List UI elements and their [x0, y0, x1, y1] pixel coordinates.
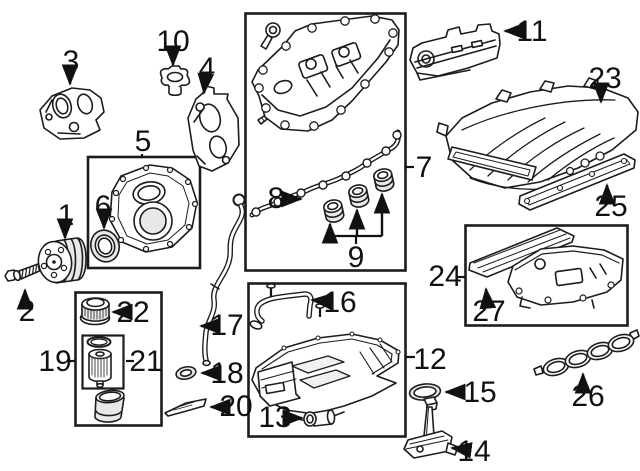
callout-8[interactable]: 8: [268, 182, 303, 215]
part-10-oil-filler-cap: [159, 65, 191, 97]
callout-27-label: 27: [472, 295, 505, 328]
part-25-intake-manifold-gasket: [518, 153, 636, 211]
part-11-manifold-bracket: [409, 23, 501, 81]
callout-25-label: 25: [594, 190, 627, 223]
callout-17-label: 17: [210, 309, 243, 342]
callout-12[interactable]: 12: [406, 343, 447, 376]
callout-9-connector: [330, 234, 382, 244]
callout-23-label: 23: [588, 62, 621, 95]
callout-15-label: 15: [463, 376, 496, 409]
part-26-lower-intake-gasket: [533, 329, 640, 377]
callout-15[interactable]: 15: [444, 376, 497, 409]
part-5-engine-front-cover: [108, 164, 199, 253]
callout-27-arrow: [479, 287, 497, 310]
callout-21[interactable]: 21: [126, 345, 163, 378]
group-box-oil-filter: [74, 291, 163, 427]
callout-6-label: 6: [95, 190, 112, 223]
callout-20-label: 20: [219, 390, 252, 423]
group-box-right-valve-cover: [464, 224, 629, 327]
callout-17[interactable]: 17: [199, 309, 244, 342]
callout-18[interactable]: 18: [200, 357, 244, 390]
callout-2[interactable]: 2: [16, 288, 36, 328]
callout-9[interactable]: 9: [321, 192, 391, 274]
part-7-valve-cover-assembly: [249, 14, 402, 223]
group-box-front-cover: [86, 155, 202, 270]
part-22-filter-cap: [79, 297, 111, 326]
callout-6[interactable]: 6: [95, 190, 113, 230]
valve-cover-bolt: [260, 22, 281, 50]
callout-24-label: 24: [428, 260, 461, 293]
part-19-oil-filter-kit: [79, 297, 125, 423]
callout-24[interactable]: 24: [428, 260, 465, 293]
callout-10[interactable]: 10: [156, 25, 190, 67]
callout-19-label: 19: [38, 345, 71, 378]
callout-13-label: 13: [258, 401, 291, 434]
part-21-filter-element: [86, 336, 112, 389]
callout-1-label: 1: [58, 199, 75, 232]
callout-5[interactable]: 5: [135, 125, 152, 158]
callout-1[interactable]: 1: [56, 199, 75, 240]
callout-7-label: 7: [416, 151, 433, 184]
callout-5-label: 5: [135, 125, 152, 158]
part-27-baffle: [468, 227, 575, 278]
part-3-upper-timing-cover: [39, 87, 105, 140]
callout-8-label: 8: [268, 182, 285, 215]
group-box-oil-pan: [247, 282, 407, 438]
part-1-crankshaft-pulley: [37, 237, 87, 284]
callout-14[interactable]: 14: [450, 435, 491, 468]
callout-3[interactable]: 3: [61, 45, 80, 86]
callout-14-arrow: [450, 442, 473, 459]
callout-4-label: 4: [199, 52, 216, 85]
callout-21-label: 21: [129, 345, 162, 378]
part-4-side-timing-cover: [187, 85, 240, 172]
filter-housing-cup: [94, 389, 125, 423]
callout-20[interactable]: 20: [209, 390, 253, 423]
part-16-pickup-tube: [249, 283, 325, 330]
callout-4-arrow: [197, 72, 215, 95]
callout-7[interactable]: 7: [405, 151, 432, 184]
part-14-oil-level-sensor: [403, 396, 459, 459]
callout-16[interactable]: 16: [310, 286, 357, 319]
callout-16-arrow: [310, 293, 333, 310]
callout-10-label: 10: [156, 25, 189, 58]
callout-2-label: 2: [19, 295, 36, 328]
part-2-pulley-bolt: [4, 263, 41, 282]
callout-14-label: 14: [457, 435, 490, 468]
callout-11-label: 11: [516, 15, 547, 48]
callout-9-label: 9: [348, 241, 365, 274]
part-12-oil-pan-assembly: [249, 283, 401, 427]
part-18-tube-seal: [175, 365, 197, 381]
callout-12-label: 12: [413, 343, 446, 376]
part-23-intake-manifold: [436, 77, 639, 190]
part-24-right-valve-cover-kit: [468, 227, 624, 309]
part-9-tube-seals: [323, 168, 395, 223]
callout-26[interactable]: 26: [571, 372, 605, 413]
callout-22[interactable]: 22: [111, 296, 150, 329]
callout-25[interactable]: 25: [594, 183, 628, 223]
callout-23[interactable]: 23: [588, 62, 622, 104]
callout-11[interactable]: 11: [503, 15, 548, 48]
callout-18-label: 18: [210, 357, 243, 390]
part-20-housing-gasket: [164, 398, 207, 417]
part-13-drain-plug: [303, 409, 336, 427]
part-15-sensor-seal: [408, 383, 442, 401]
callout-26-label: 26: [571, 380, 604, 413]
callout-16-label: 16: [323, 286, 356, 319]
callout-22-label: 22: [116, 296, 149, 329]
group-box-filter-element: [81, 334, 125, 390]
callout-13[interactable]: 13: [258, 401, 304, 434]
callout-19[interactable]: 19: [38, 345, 75, 378]
callout-3-label: 3: [63, 45, 80, 78]
group-box-valve-cover: [244, 12, 407, 272]
callout-4[interactable]: 4: [197, 52, 216, 95]
part-6-front-seal: [89, 229, 121, 263]
part-8-valve-cover-gasket: [249, 129, 402, 218]
callout-27[interactable]: 27: [472, 287, 506, 328]
